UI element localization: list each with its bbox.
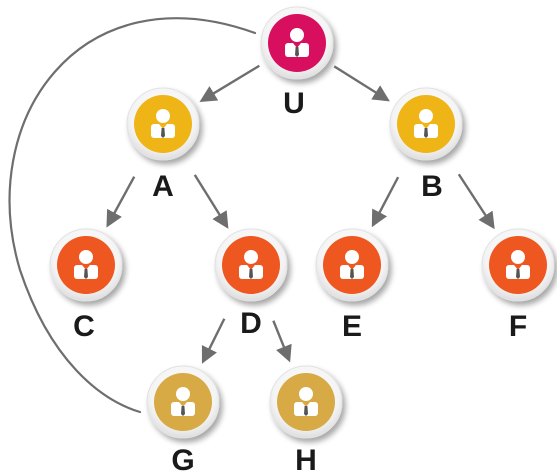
person-icon	[285, 28, 309, 57]
node-label-u: U	[283, 87, 305, 120]
node-u: U	[260, 6, 334, 120]
edge-D-G	[201, 318, 226, 364]
node-c: C	[49, 228, 123, 343]
node-label-g: G	[171, 444, 194, 473]
node-g: G	[146, 365, 220, 473]
person-icon	[171, 387, 195, 416]
edge-B-E	[371, 176, 400, 228]
person-icon	[414, 109, 438, 138]
edge-U-G-curve	[8, 17, 257, 414]
node-label-c: C	[73, 310, 95, 343]
person-icon	[506, 250, 530, 279]
node-label-a: A	[152, 170, 174, 203]
edge-A-C	[106, 176, 136, 228]
edge-D-H	[272, 320, 292, 363]
person-icon	[74, 250, 98, 279]
node-label-h: H	[295, 444, 317, 473]
node-f: F	[481, 228, 555, 343]
node-label-b: B	[421, 170, 443, 203]
person-icon	[239, 250, 263, 279]
node-h: H	[269, 365, 343, 473]
node-a: A	[126, 87, 200, 203]
person-icon	[151, 109, 175, 138]
node-label-f: F	[509, 310, 527, 343]
person-icon	[294, 387, 318, 416]
edge-A-D	[193, 174, 229, 229]
edge-B-F	[457, 173, 495, 230]
person-icon	[340, 250, 364, 279]
node-label-e: E	[342, 310, 362, 343]
edge-U-A	[199, 64, 260, 102]
node-d: D	[214, 228, 288, 340]
edge-U-B	[333, 65, 390, 102]
node-b: B	[389, 87, 463, 203]
node-e: E	[315, 228, 389, 343]
node-label-d: D	[240, 307, 262, 340]
